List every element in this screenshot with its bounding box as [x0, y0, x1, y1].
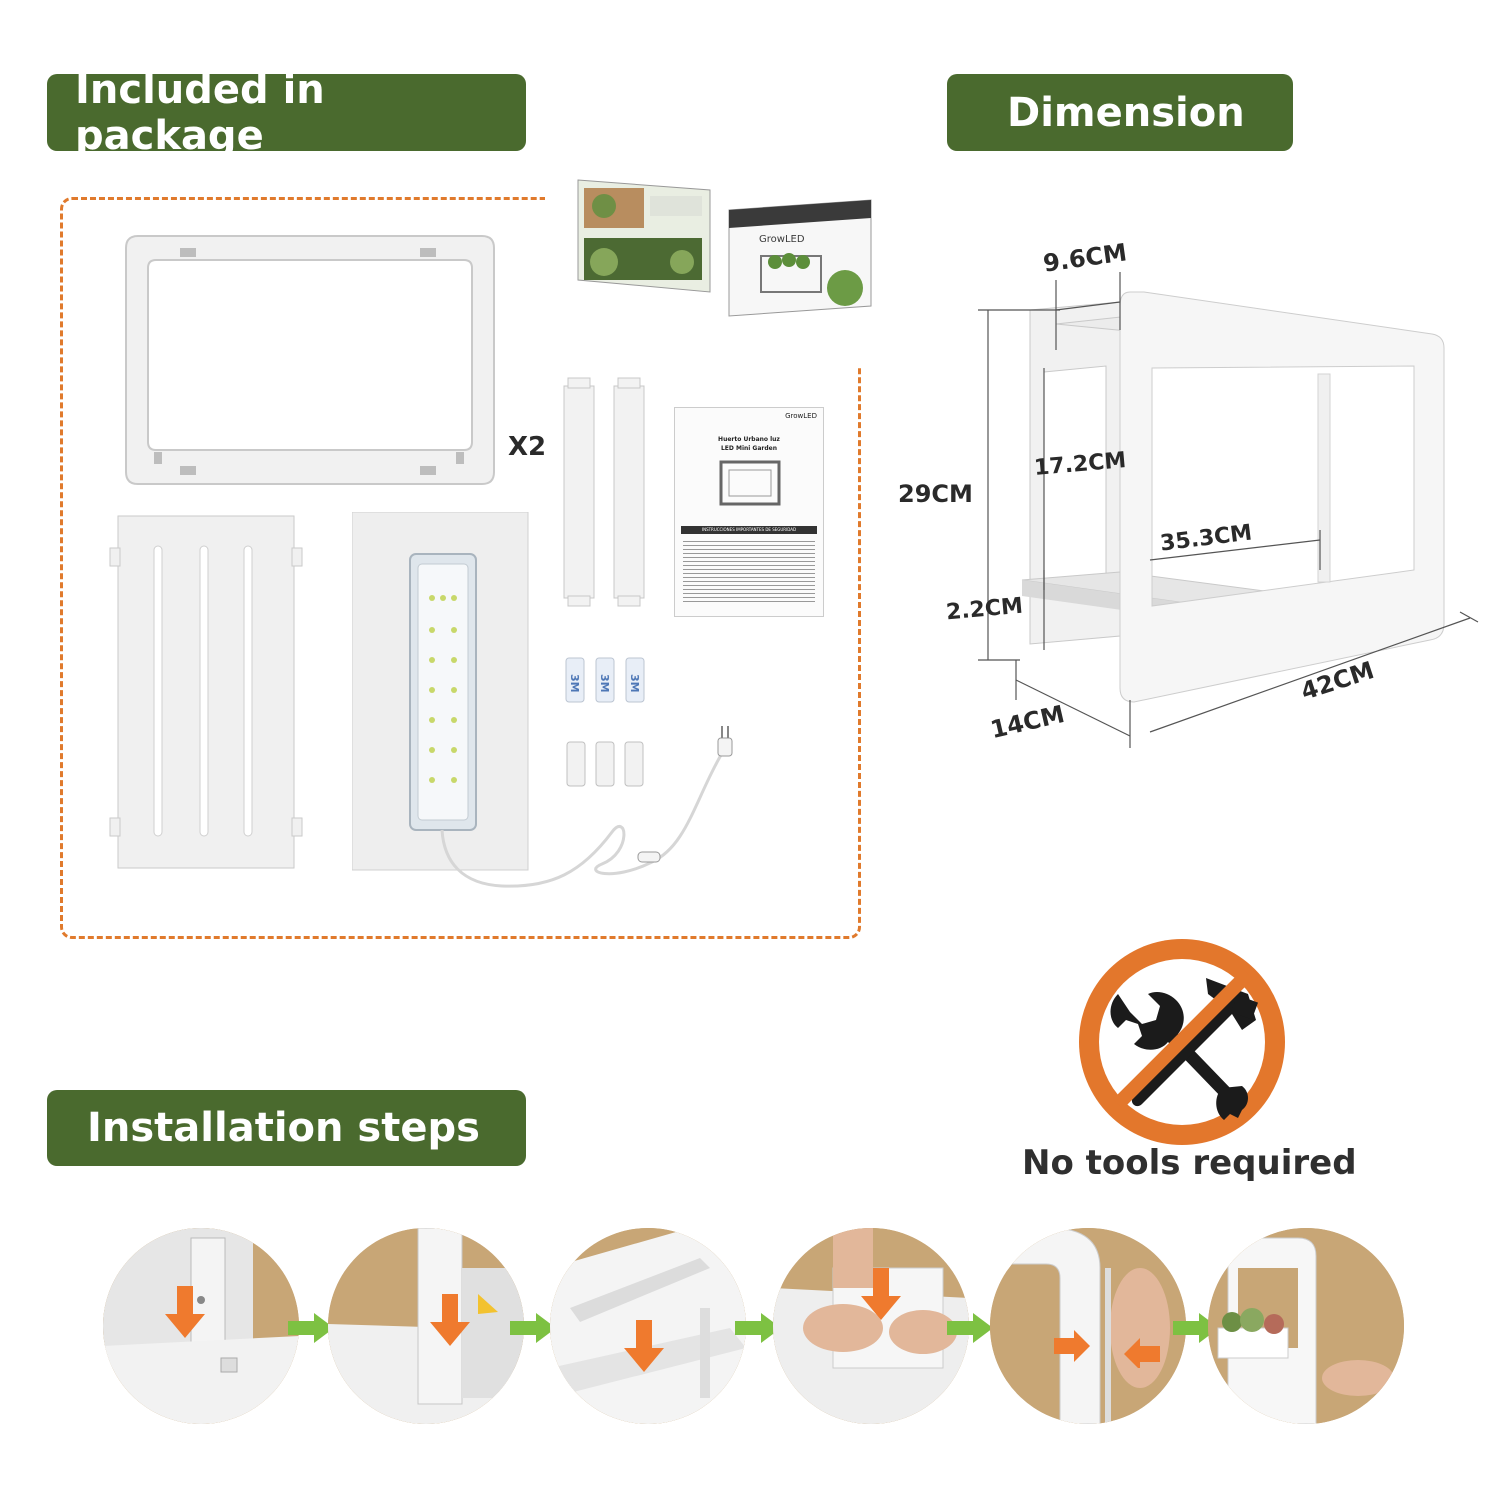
step-down-arrow-icon: [165, 1286, 205, 1338]
install-step-1: [103, 1228, 299, 1424]
retail-box-front: GrowLED: [728, 199, 872, 317]
manual-brand: GrowLED: [785, 412, 817, 420]
led-light-panel: [352, 512, 733, 888]
dimension-drawing: [978, 272, 1479, 748]
tape-label-1: 3M: [568, 674, 581, 693]
tape-label-3: 3M: [628, 674, 641, 693]
cable-clips: [566, 741, 644, 787]
install-step-2: [328, 1228, 524, 1424]
manual-product-drawing: [719, 460, 781, 506]
manual-title-1: Huerto Urbano luz: [718, 436, 780, 443]
adhesive-tapes: 3M 3M 3M: [565, 657, 645, 703]
package-contents-frame: [60, 197, 861, 939]
side-frame-panel: [125, 235, 495, 485]
included-in-package-title: Included in package: [75, 66, 325, 159]
installation-steps-title: Installation steps: [87, 1105, 480, 1151]
manual-section-heading: INSTRUCCIONES IMPORTANTES DE SEGURIDAD: [681, 526, 817, 534]
step-next-arrow-icon-3: [735, 1313, 781, 1343]
included-in-package-header: Included in package: [47, 67, 526, 159]
installation-steps-header: Installation steps: [47, 1090, 526, 1166]
no-tools-badge: [1079, 939, 1285, 1145]
quantity-label: X2: [508, 432, 547, 462]
step-down-arrow-icon: [861, 1268, 901, 1320]
step-inward-arrows-icon: [1054, 1330, 1160, 1368]
manual-text-lines: [683, 538, 815, 602]
base-tray-panel: [109, 515, 303, 869]
support-posts: [563, 377, 645, 607]
install-step-6: [1208, 1228, 1404, 1424]
dim-height: 29CM: [898, 480, 973, 508]
step-down-arrow-icon: [430, 1294, 470, 1346]
retail-box-back: [577, 179, 711, 293]
install-step-3: [550, 1228, 746, 1424]
box-brand-text: GrowLED: [759, 234, 805, 245]
install-step-5: [990, 1228, 1186, 1424]
step-next-arrow-icon-1: [288, 1313, 334, 1343]
instruction-manual: GrowLED Huerto Urbano luz LED Mini Garde…: [674, 407, 824, 617]
step-next-arrow-icon-4: [947, 1313, 993, 1343]
no-tools-label: No tools required: [1022, 1143, 1357, 1183]
dimension-header: Dimension: [947, 74, 1293, 151]
dimension-title: Dimension: [1007, 89, 1245, 136]
step-down-arrow-icon: [624, 1320, 664, 1372]
step-next-arrow-icon-5: [1173, 1313, 1219, 1343]
install-step-4: [773, 1228, 969, 1424]
step-next-arrow-icon-2: [510, 1313, 556, 1343]
manual-title-2: LED Mini Garden: [720, 445, 777, 452]
tape-label-2: 3M: [598, 674, 611, 693]
